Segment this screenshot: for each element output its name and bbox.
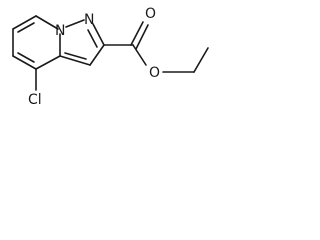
bond-c3-c3a-inner — [64, 52, 87, 60]
atom-o-carbonyl: O — [145, 6, 156, 22]
bond-n1-n2 — [65, 19, 85, 28]
atom-cl: Cl — [28, 92, 42, 108]
bond-c7-c6 — [12, 15, 37, 30]
bond-c3-c3a — [59, 55, 91, 66]
pyrazole-ring — [59, 19, 105, 66]
bond-carbonyl-o — [130, 21, 144, 46]
bond-carbonyl-o-double — [135, 24, 149, 50]
bond-n2-c2-inner — [87, 29, 98, 48]
bond-n1-c7 — [35, 15, 59, 30]
bond-c2-c3 — [89, 44, 105, 66]
bond-c4-c3a — [35, 55, 61, 70]
bond-c5-c4 — [12, 55, 37, 70]
ethyl-ester-group — [103, 21, 209, 73]
bond-n2-c2 — [92, 23, 105, 46]
atom-o-ester: O — [149, 65, 160, 81]
bond-carbonyl-oester — [132, 44, 147, 66]
bond-c7-c6-inner — [17, 22, 35, 33]
bond-ch2-ch3 — [193, 47, 209, 73]
atom-n-pyrazole: N — [84, 12, 94, 28]
structure-canvas: N N O O Cl — [0, 0, 260, 132]
atom-n-pyridine: N — [55, 23, 65, 39]
molecule-diagram: N N O O Cl — [12, 6, 209, 108]
bond-c5-c4-inner — [17, 52, 35, 63]
pyridine-ring — [12, 15, 61, 70]
